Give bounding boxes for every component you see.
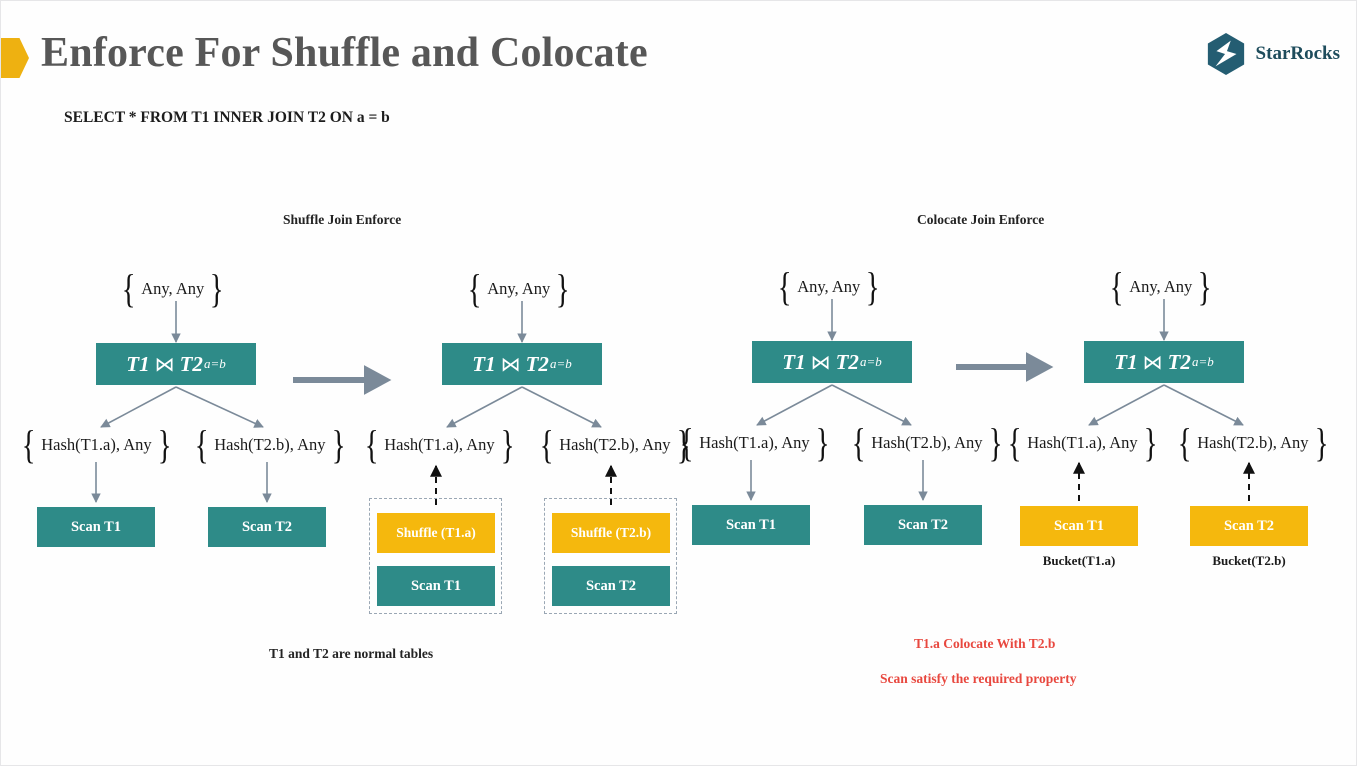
section-heading-shuffle: Shuffle Join Enforce [283, 212, 402, 227]
join-condition: a=b [1191, 354, 1214, 369]
scan-node-t1-c1[interactable]: Scan T1 [37, 507, 155, 547]
join-left-table: T1 [472, 351, 496, 376]
join-condition: a=b [549, 356, 572, 371]
prop-label: Any, Any [141, 279, 205, 298]
shuffle-node-t1a[interactable]: Shuffle (T1.a) [377, 513, 495, 553]
prop-node-hash-t1a-c3: { Hash(T1.a), Any } [679, 420, 830, 465]
prop-node-hash-t2b-c2: { Hash(T2.b), Any } [539, 422, 691, 467]
bucket-label-t2b: Bucket(T2.b) [1212, 553, 1286, 568]
title-marker-icon [1, 38, 29, 78]
prop-label: Hash(T2.b), Any [1197, 433, 1309, 452]
prop-label: Hash(T2.b), Any [559, 435, 671, 454]
prop-label: Hash(T1.a), Any [1027, 433, 1138, 452]
join-operator-icon: ⋈ [500, 353, 521, 376]
sql-statement: SELECT * FROM T1 INNER JOIN T2 ON a = b [64, 109, 390, 126]
scan-node-t2-c4[interactable]: Scan T2 [1190, 506, 1308, 546]
prop-label: Hash(T1.a), Any [384, 435, 495, 454]
prop-node-hash-t2b-c4: { Hash(T2.b), Any } [1177, 420, 1329, 465]
prop-label: Hash(T1.a), Any [41, 435, 152, 454]
bucket-label-t1a: Bucket(T1.a) [1042, 553, 1116, 568]
starrocks-logo: StarRocks [1205, 32, 1340, 76]
prop-label: Any, Any [487, 279, 551, 298]
scan-node-t1-c3[interactable]: Scan T1 [692, 505, 810, 545]
join-operator-icon: ⋈ [810, 351, 831, 374]
join-left-table: T1 [782, 349, 806, 374]
join-right-table: T2 [179, 351, 203, 376]
join-right-table: T2 [525, 351, 549, 376]
logo-wordmark: StarRocks [1255, 43, 1340, 64]
scan-node-t2-c2[interactable]: Scan T2 [552, 566, 670, 606]
join-left-table: T1 [126, 351, 150, 376]
enforcer-group-t1 [369, 498, 502, 614]
scan-node-t2-c1[interactable]: Scan T2 [208, 507, 326, 547]
prop-node-any-any-c3: { Any, Any } [777, 264, 880, 309]
prop-label: Hash(T1.a), Any [699, 433, 810, 452]
prop-node-hash-t1a-c1: { Hash(T1.a), Any } [21, 422, 172, 467]
prop-node-hash-t1a-c2: { Hash(T1.a), Any } [364, 422, 515, 467]
join-right-table: T2 [835, 349, 859, 374]
prop-label: Any, Any [1129, 277, 1193, 296]
caption-scan-satisfy: Scan satisfy the required property [880, 671, 1077, 686]
scan-node-t2-c3[interactable]: Scan T2 [864, 505, 982, 545]
prop-label: Hash(T2.b), Any [214, 435, 326, 454]
section-heading-colocate: Colocate Join Enforce [917, 212, 1045, 227]
starrocks-hexagon-icon [1207, 33, 1244, 75]
scan-node-t1-c2[interactable]: Scan T1 [377, 566, 495, 606]
join-operator-icon: ⋈ [1142, 351, 1163, 374]
prop-label: Hash(T2.b), Any [871, 433, 983, 452]
enforcer-group-t2 [544, 498, 677, 614]
join-operator-icon: ⋈ [154, 353, 175, 376]
caption-normal-tables: T1 and T2 are normal tables [269, 646, 434, 661]
scan-node-t1-c4[interactable]: Scan T1 [1020, 506, 1138, 546]
prop-node-any-any-c2: { Any, Any } [467, 266, 570, 311]
join-condition: a=b [203, 356, 226, 371]
page-title: Enforce For Shuffle and Colocate [41, 30, 648, 76]
join-right-table: T2 [1167, 349, 1191, 374]
prop-node-any-any-c1: { Any, Any } [121, 266, 224, 311]
prop-node-any-any-c4: { Any, Any } [1109, 264, 1212, 309]
caption-colocate-with: T1.a Colocate With T2.b [914, 636, 1056, 651]
join-left-table: T1 [1114, 349, 1138, 374]
prop-node-hash-t2b-c1: { Hash(T2.b), Any } [194, 422, 346, 467]
prop-label: Any, Any [797, 277, 861, 296]
shuffle-node-t2b[interactable]: Shuffle (T2.b) [552, 513, 670, 553]
join-condition: a=b [859, 354, 882, 369]
prop-node-hash-t1a-c4: { Hash(T1.a), Any } [1007, 420, 1158, 465]
prop-node-hash-t2b-c3: { Hash(T2.b), Any } [851, 420, 1003, 465]
